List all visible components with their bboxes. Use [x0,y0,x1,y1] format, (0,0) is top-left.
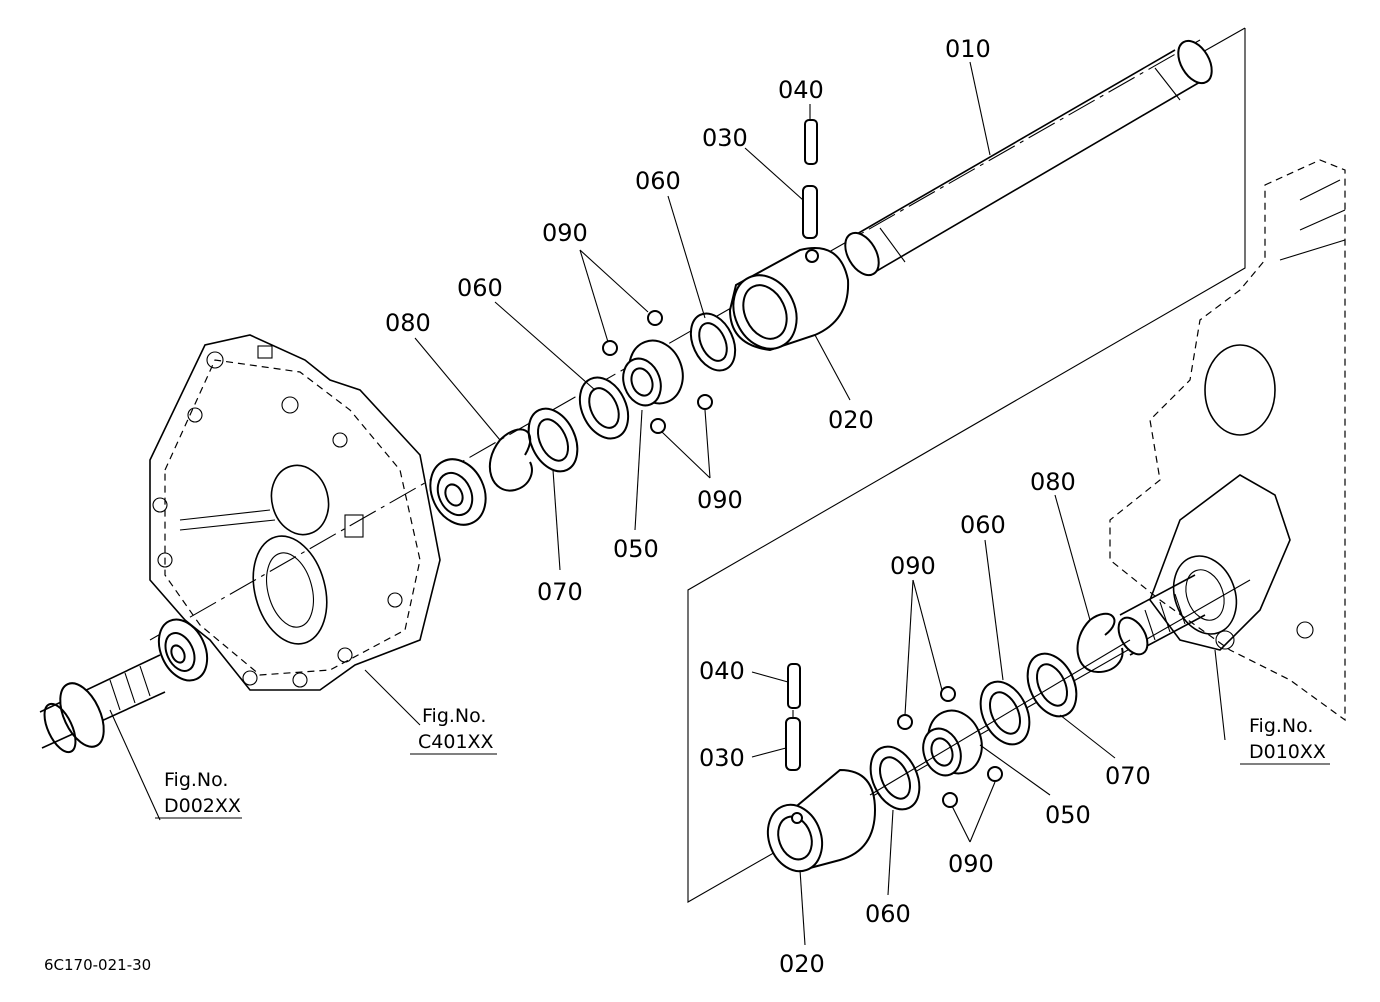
ref-d002xx: Fig.No. D002XX [155,769,242,819]
callout-030-lower: 030 [699,744,745,772]
leader-lines [109,61,1226,946]
bearing-upper [429,458,487,526]
callout-090-upper-b: 090 [697,486,743,514]
snap-ring-080-lower [1076,612,1124,674]
callout-010: 010 [945,35,991,63]
callout-060-upper-b: 060 [457,274,503,302]
pin-040-lower [787,663,801,709]
snap-ring-080-upper [489,428,533,492]
balls-090-upper [602,310,713,434]
washer-070-lower [1026,652,1078,718]
ref-d010xx: Fig.No. D010XX [1240,715,1330,765]
ref-d002-fig-label: Fig.No. [164,769,228,791]
callout-020-lower: 020 [779,950,825,978]
callout-070-upper: 070 [537,578,583,606]
callout-060-lower-b: 060 [865,900,911,928]
ref-c401xx: Fig.No. C401XX [410,705,497,755]
ref-c401-code: C401XX [418,731,494,753]
callout-090-lower-a: 090 [890,552,936,580]
pin-030-lower [785,717,801,771]
ref-c401-fig-label: Fig.No. [422,705,486,727]
coupling-020-lower [766,768,877,873]
callout-090-upper-a: 090 [542,219,588,247]
callout-060-lower-a: 060 [960,511,1006,539]
assembly-axis [149,39,1201,641]
right-housing-d010 [1109,159,1346,722]
callout-060-upper-a: 060 [635,167,681,195]
callout-040-upper: 040 [778,76,824,104]
coupling-020-upper [728,247,850,352]
collar-050-upper [622,339,684,407]
washer-060-upper-a [689,312,737,372]
washer-070-upper [527,407,579,473]
callout-040-lower: 040 [699,657,745,685]
callout-050-upper: 050 [613,535,659,563]
callout-050-lower: 050 [1045,801,1091,829]
callout-020-upper: 020 [828,406,874,434]
pin-030-upper [802,185,818,239]
callout-080-upper: 080 [385,309,431,337]
callout-030-upper: 030 [702,124,748,152]
bearing-lower-left [157,618,209,682]
transmission-housing [149,334,441,691]
callout-070-lower: 070 [1105,762,1151,790]
callout-090-lower-b: 090 [948,850,994,878]
shaft-010 [844,39,1213,277]
ref-d010-code: D010XX [1249,741,1326,763]
ref-d010-fig-label: Fig.No. [1249,715,1313,737]
callout-080-lower: 080 [1030,468,1076,496]
washer-060-upper-b [578,376,630,440]
collar-050-lower [922,709,983,777]
drawing-code: 6C170-021-30 [44,956,151,974]
pin-040-upper [804,119,818,165]
ref-d002-code: D002XX [164,795,241,817]
input-shaft-d002 [39,654,166,754]
